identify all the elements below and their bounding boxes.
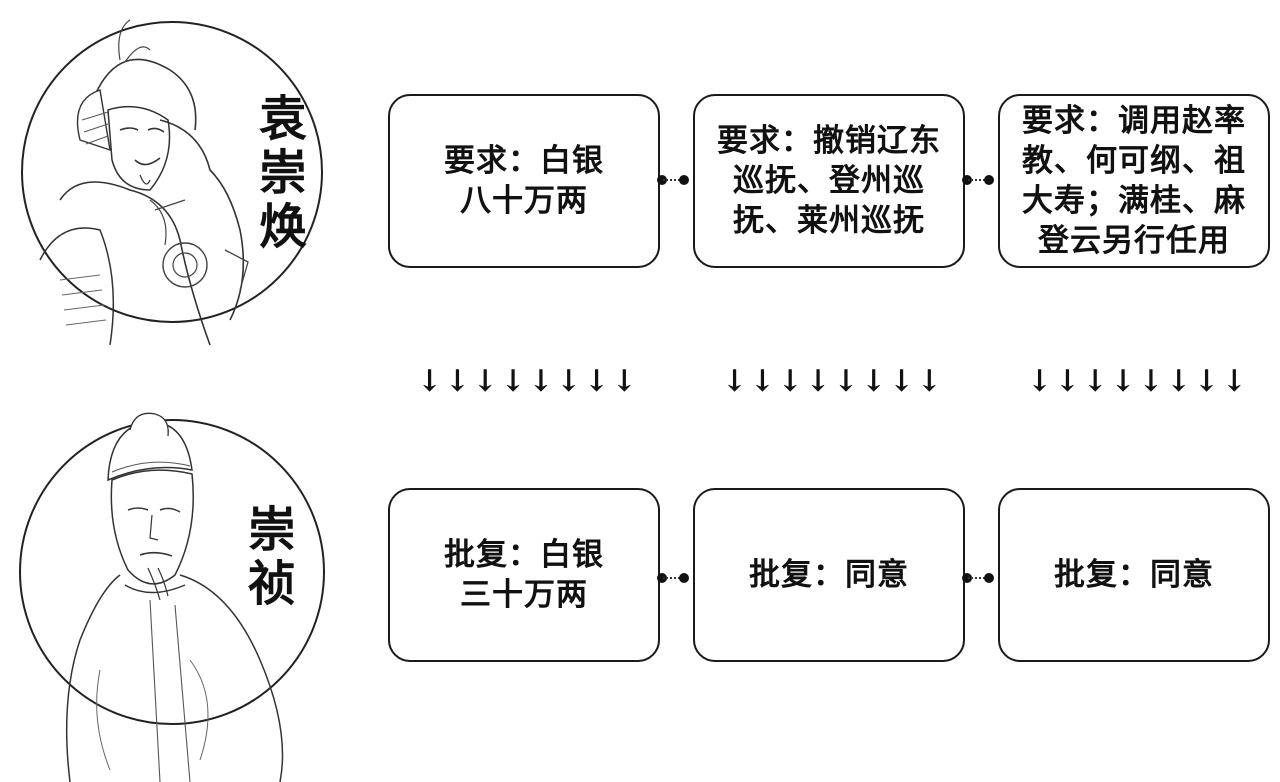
down-arrow-icon: ↓ bbox=[1110, 364, 1136, 399]
arrow-row-3: ↓ ↓ ↓ ↓ ↓ ↓ ↓ ↓ bbox=[1027, 362, 1247, 402]
down-arrow-icon: ↓ bbox=[805, 364, 831, 399]
down-arrow-icon: ↓ bbox=[722, 364, 748, 399]
down-arrow-icon: ↓ bbox=[528, 364, 554, 399]
reply-text-3: 批复：同意 bbox=[1054, 557, 1214, 593]
down-arrow-icon: ↓ bbox=[1193, 364, 1220, 399]
down-arrow-icon: ↓ bbox=[916, 364, 942, 399]
down-arrow-icon: ↓ bbox=[500, 364, 526, 399]
down-arrow-icon: ↓ bbox=[1138, 364, 1164, 399]
down-arrow-icon: ↓ bbox=[1054, 364, 1080, 399]
request-box-3: 要求：调用赵率教、何可纲、祖大寿；满桂、麻登云另行任用 bbox=[998, 94, 1270, 268]
down-arrow-icon: ↓ bbox=[472, 364, 498, 399]
down-arrow-icon: ↓ bbox=[583, 364, 610, 399]
request-text-2: 要求：撤销辽东巡抚、登州巡抚、莱州巡抚 bbox=[717, 123, 941, 239]
emperor-portrait: 崇祯 bbox=[0, 400, 340, 782]
reply-text-1: 批复：白银三十万两 bbox=[444, 537, 604, 613]
down-arrow-icon: ↓ bbox=[556, 364, 582, 399]
down-arrow-icon: ↓ bbox=[611, 364, 637, 399]
emperor-name: 崇祯 bbox=[247, 502, 296, 612]
request-box-1: 要求：白银八十万两 bbox=[388, 94, 660, 268]
reply-connector-2 bbox=[962, 572, 994, 584]
general-portrait: 袁崇焕 bbox=[0, 0, 340, 350]
reply-box-3: 批复：同意 bbox=[998, 488, 1270, 662]
reply-box-1: 批复：白银三十万两 bbox=[388, 488, 660, 662]
down-arrow-icon: ↓ bbox=[1221, 364, 1247, 399]
emperor-portrait-icon bbox=[19, 412, 325, 782]
down-arrow-icon: ↓ bbox=[444, 364, 470, 399]
general-name: 袁崇焕 bbox=[258, 91, 307, 255]
down-arrow-icon: ↓ bbox=[417, 364, 443, 399]
down-arrow-icon: ↓ bbox=[777, 364, 803, 399]
down-arrow-icon: ↓ bbox=[1027, 364, 1053, 399]
reply-text-2: 批复：同意 bbox=[749, 557, 909, 593]
request-box-2: 要求：撤销辽东巡抚、登州巡抚、莱州巡抚 bbox=[693, 94, 965, 268]
down-arrow-icon: ↓ bbox=[749, 364, 775, 399]
reply-box-2: 批复：同意 bbox=[693, 488, 965, 662]
arrow-row-1: ↓ ↓ ↓ ↓ ↓ ↓ ↓ ↓ bbox=[417, 362, 637, 402]
down-arrow-icon: ↓ bbox=[888, 364, 915, 399]
reply-connector-1 bbox=[657, 572, 689, 584]
request-text-3: 要求：调用赵率教、何可纲、祖大寿；满桂、麻登云另行任用 bbox=[1022, 103, 1246, 259]
request-connector-1 bbox=[657, 174, 689, 186]
down-arrow-icon: ↓ bbox=[833, 364, 859, 399]
request-connector-2 bbox=[962, 174, 994, 186]
general-portrait-icon bbox=[21, 19, 323, 346]
down-arrow-icon: ↓ bbox=[861, 364, 887, 399]
down-arrow-icon: ↓ bbox=[1082, 364, 1108, 399]
arrow-row-2: ↓ ↓ ↓ ↓ ↓ ↓ ↓ ↓ bbox=[722, 362, 942, 402]
down-arrow-icon: ↓ bbox=[1166, 364, 1192, 399]
request-text-1: 要求：白银八十万两 bbox=[444, 143, 604, 219]
